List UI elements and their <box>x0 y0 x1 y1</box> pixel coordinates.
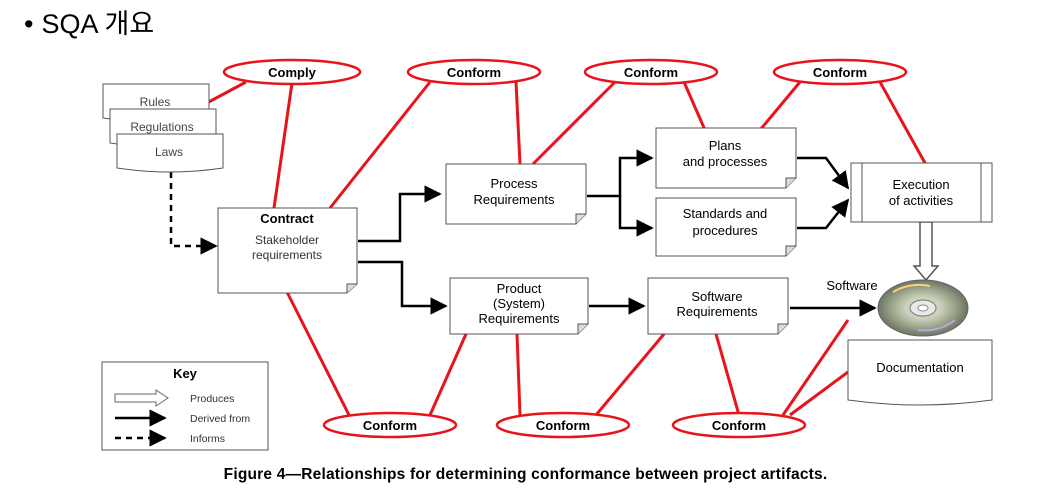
plans-line2: and processes <box>683 154 768 169</box>
product-line1: Product <box>497 281 542 296</box>
key-legend: Key Produces Derived from Informs <box>101 361 269 451</box>
conform-top-3-label: Conform <box>813 65 867 80</box>
standards-line1: Standards and <box>683 206 768 221</box>
key-title: Key <box>173 366 198 381</box>
conform-top-1-label: Conform <box>447 65 501 80</box>
laws-label: Laws <box>155 145 183 159</box>
oval-conform-top-3: Conform <box>772 58 908 86</box>
contract-doc: Contract Stakeholder requirements <box>217 207 358 294</box>
rules-label: Rules <box>140 95 171 109</box>
oval-conform-top-2: Conform <box>583 58 719 86</box>
oval-conform-bottom-1: Conform <box>322 411 458 439</box>
oval-conform-top-1: Conform <box>406 58 542 86</box>
documentation-label: Documentation <box>876 360 963 375</box>
derived-arrows <box>358 149 877 317</box>
product-line3: Requirements <box>479 311 560 326</box>
product-line2: (System) <box>493 296 545 311</box>
informs-arrow <box>169 172 218 255</box>
standards-doc: Standards and procedures <box>655 197 797 257</box>
standards-line2: procedures <box>692 223 758 238</box>
figure-caption: Figure 4—Relationships for determining c… <box>223 466 828 483</box>
documentation-doc: Documentation <box>847 339 993 406</box>
key-produces: Produces <box>190 393 234 405</box>
key-informs: Informs <box>190 433 225 445</box>
contract-title: Contract <box>260 211 314 226</box>
software-requirements-doc: Software Requirements <box>647 277 789 335</box>
conform-bottom-2-label: Conform <box>536 418 590 433</box>
software-label: Software <box>826 278 877 293</box>
execution-line1: Execution <box>892 177 949 192</box>
contract-line1: Stakeholder <box>255 233 319 247</box>
software-disc-icon <box>877 279 969 337</box>
process-line1: Process <box>491 176 538 191</box>
key-derived-from: Derived from <box>190 413 250 425</box>
execution-box: Execution of activities <box>850 162 993 223</box>
oval-conform-bottom-3: Conform <box>671 411 807 439</box>
software-req-line2: Requirements <box>677 304 758 319</box>
product-requirements-doc: Product (System) Requirements <box>449 277 589 335</box>
conform-top-2-label: Conform <box>624 65 678 80</box>
oval-conform-bottom-2: Conform <box>495 411 631 439</box>
plans-line1: Plans <box>709 138 742 153</box>
regulations-label: Regulations <box>130 120 193 134</box>
produces-key-icon <box>114 389 169 407</box>
conform-bottom-3-label: Conform <box>712 418 766 433</box>
software-req-line1: Software <box>691 289 742 304</box>
produces-arrow <box>912 221 940 282</box>
plans-doc: Plans and processes <box>655 127 797 189</box>
title-bullet: • <box>24 9 34 39</box>
slide-title: •SQA 개요 <box>24 2 154 41</box>
conform-bottom-1-label: Conform <box>363 418 417 433</box>
execution-line2: of activities <box>889 193 954 208</box>
laws-doc: Laws <box>116 133 224 173</box>
comply-label: Comply <box>268 65 316 80</box>
process-requirements-doc: Process Requirements <box>445 163 587 225</box>
contract-line2: requirements <box>252 248 322 262</box>
conformance-lines <box>204 80 927 417</box>
oval-comply: Comply <box>222 58 362 86</box>
title-text: SQA 개요 <box>41 9 155 39</box>
process-line2: Requirements <box>474 192 555 207</box>
